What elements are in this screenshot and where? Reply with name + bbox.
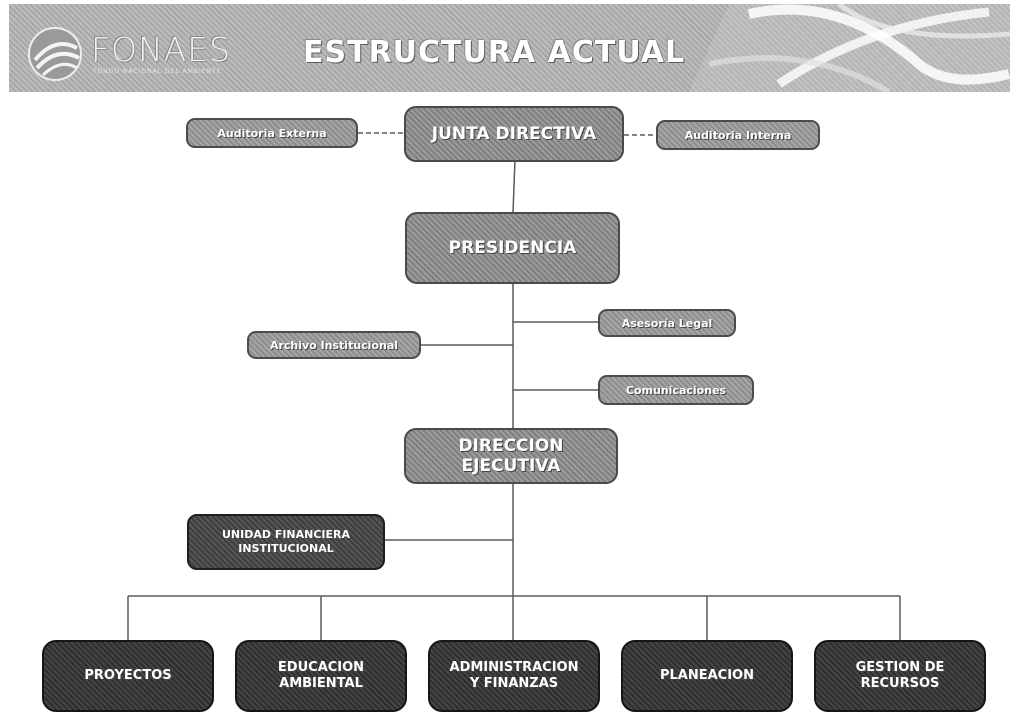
- decorative-graphic: [689, 4, 1010, 92]
- auditoria-interna-label: Auditoria Interna: [684, 128, 792, 142]
- department-label-line1: PLANEACION: [659, 668, 754, 683]
- department-label-line2: AMBIENTAL: [279, 676, 363, 691]
- department-label-line2: Y FINANZAS: [469, 676, 559, 691]
- department-box-planeacion: PLANEACION: [621, 640, 793, 712]
- junta-directiva-label: JUNTA DIRECTIVA: [431, 124, 597, 144]
- logo-subtitle: FONDO NACIONAL DEL AMBIENTE: [93, 68, 222, 75]
- archivo-institucional-box: Archivo Institucional: [247, 331, 421, 359]
- asesoria-legal-label: Asesoría Legal: [621, 316, 713, 330]
- junta-directiva-box: JUNTA DIRECTIVA: [404, 106, 624, 162]
- presidencia-box: PRESIDENCIA: [405, 212, 620, 284]
- department-label-line1: GESTION DE: [855, 660, 945, 675]
- auditoria-interna-box: Auditoria Interna: [656, 120, 820, 150]
- auditoria-externa-label: Auditoria Externa: [217, 126, 327, 140]
- direccion-ejecutiva-line1: DIRECCION: [458, 436, 564, 456]
- presidencia-label: PRESIDENCIA: [448, 238, 577, 258]
- direccion-ejecutiva-line2: EJECUTIVA: [461, 456, 561, 476]
- unidad-financiera-line1: UNIDAD FINANCIERA: [221, 528, 351, 541]
- department-label-line1: EDUCACION: [277, 660, 365, 675]
- direccion-ejecutiva-box: DIRECCION EJECUTIVA: [404, 428, 618, 484]
- page-title: ESTRUCTURA ACTUAL: [303, 35, 686, 70]
- unidad-financiera-box: UNIDAD FINANCIERA INSTITUCIONAL: [187, 514, 385, 570]
- auditoria-externa-box: Auditoria Externa: [186, 118, 358, 148]
- archivo-institucional-label: Archivo Institucional: [269, 338, 399, 352]
- department-label-line2: RECURSOS: [860, 676, 940, 691]
- department-box-gestion: GESTION DE RECURSOS: [814, 640, 986, 712]
- header-banner: FONAES FONDO NACIONAL DEL AMBIENTE ESTRU…: [9, 4, 1010, 92]
- unidad-financiera-line2: INSTITUCIONAL: [238, 542, 334, 555]
- logo-text: FONAES: [91, 30, 232, 69]
- department-label-line1: PROYECTOS: [84, 668, 172, 683]
- department-label-line1: ADMINISTRACION: [449, 660, 579, 675]
- department-box-proyectos: PROYECTOS: [42, 640, 214, 712]
- department-box-administracion: ADMINISTRACION Y FINANZAS: [428, 640, 600, 712]
- comunicaciones-label: Comunicaciones: [625, 383, 727, 397]
- comunicaciones-box: Comunicaciones: [598, 375, 754, 405]
- asesoria-legal-box: Asesoría Legal: [598, 309, 736, 337]
- fonaes-logo-icon: [28, 27, 82, 81]
- department-box-educacion: EDUCACION AMBIENTAL: [235, 640, 407, 712]
